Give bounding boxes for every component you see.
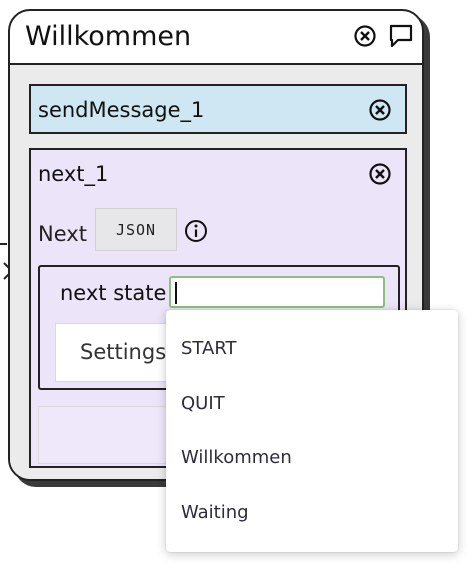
close-icon[interactable]	[353, 24, 377, 48]
json-button[interactable]: JSON	[95, 208, 177, 251]
text-cursor	[175, 282, 177, 304]
incoming-edge	[0, 243, 7, 245]
node-title: Willkommen	[25, 21, 192, 52]
next-state-dropdown: START QUIT Willkommen Waiting	[166, 310, 458, 552]
dropdown-option[interactable]: Waiting	[181, 502, 249, 523]
close-icon[interactable]	[368, 98, 392, 122]
info-icon[interactable]	[184, 219, 208, 243]
node-header: Willkommen	[10, 11, 422, 65]
dropdown-option[interactable]: Willkommen	[181, 447, 292, 468]
dropdown-option[interactable]: START	[181, 338, 237, 359]
comment-icon[interactable]	[388, 23, 414, 49]
next-state-input[interactable]	[169, 276, 385, 308]
block-label: next_1	[38, 162, 109, 186]
send-message-block[interactable]: sendMessage_1	[29, 84, 407, 134]
dropdown-option[interactable]: QUIT	[181, 393, 225, 414]
block-label: sendMessage_1	[38, 98, 205, 122]
next-state-label: next state	[60, 281, 167, 305]
next-label: Next	[38, 222, 87, 246]
settings-label: Settings	[80, 340, 167, 364]
close-icon[interactable]	[368, 162, 392, 186]
